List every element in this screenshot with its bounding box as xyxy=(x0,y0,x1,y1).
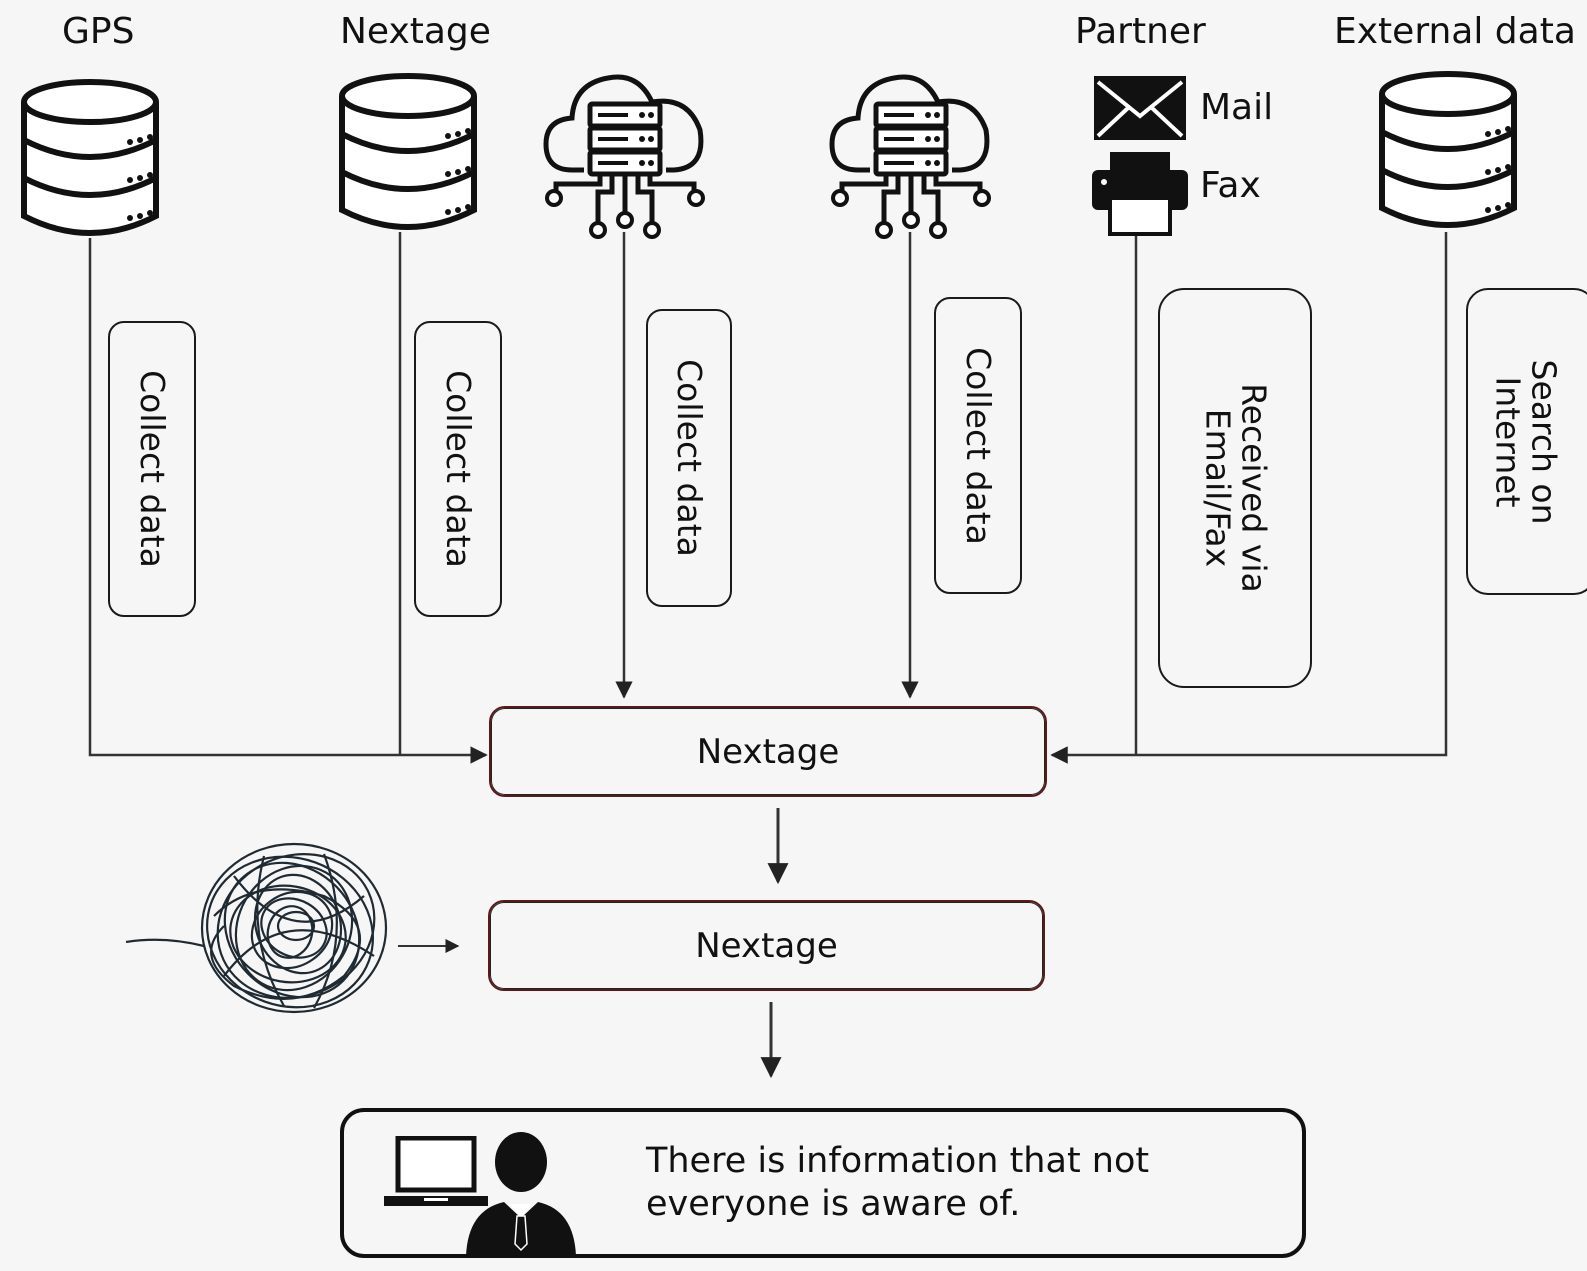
cloud-server-icon xyxy=(829,74,991,239)
collect-data-label: Collect data xyxy=(959,346,999,545)
database-icon xyxy=(21,79,159,236)
collect-data-label: Collect data xyxy=(439,370,479,568)
nextage-node-2: Nextage xyxy=(488,900,1045,991)
external-data-label: External data xyxy=(1334,11,1576,52)
received-via-email-fax-step: Received via Email/Fax xyxy=(1158,288,1312,688)
nextage-node-1: Nextage xyxy=(489,706,1047,797)
laptop-icon xyxy=(384,1136,488,1206)
database-icon xyxy=(339,73,477,230)
collect-data-step-cloud-1: Collect data xyxy=(646,309,732,607)
collect-data-label: Collect data xyxy=(133,370,173,568)
search-on-internet-step: Search on Internet xyxy=(1466,288,1587,595)
result-text: There is information that not everyone i… xyxy=(646,1141,1150,1224)
tangled-thread-icon xyxy=(125,842,388,1014)
collect-data-label: Collect data xyxy=(670,359,710,557)
gps-label: GPS xyxy=(62,11,135,52)
search-on-internet-label: Search on Internet xyxy=(1487,359,1563,524)
nextage-source-label: Nextage xyxy=(340,11,491,52)
printer-icon xyxy=(1092,152,1188,236)
result-box: There is information that not everyone i… xyxy=(340,1108,1306,1258)
collect-data-step-nextage: Collect data xyxy=(414,321,502,617)
received-via-label: Received via Email/Fax xyxy=(1198,383,1274,593)
collect-data-step-cloud-2: Collect data xyxy=(934,297,1022,594)
fax-label: Fax xyxy=(1200,165,1261,206)
nextage-node-label: Nextage xyxy=(696,731,840,772)
businessman-icon xyxy=(466,1132,576,1256)
envelope-icon xyxy=(1094,76,1186,140)
database-icon xyxy=(1379,71,1517,228)
partner-label: Partner xyxy=(1075,11,1206,52)
mail-label: Mail xyxy=(1200,87,1274,128)
nextage-node-label: Nextage xyxy=(695,925,838,966)
gps-line xyxy=(88,238,488,764)
external-line xyxy=(1050,232,1448,764)
cloud-server-icon xyxy=(543,74,705,239)
collect-data-step-gps: Collect data xyxy=(108,321,196,617)
